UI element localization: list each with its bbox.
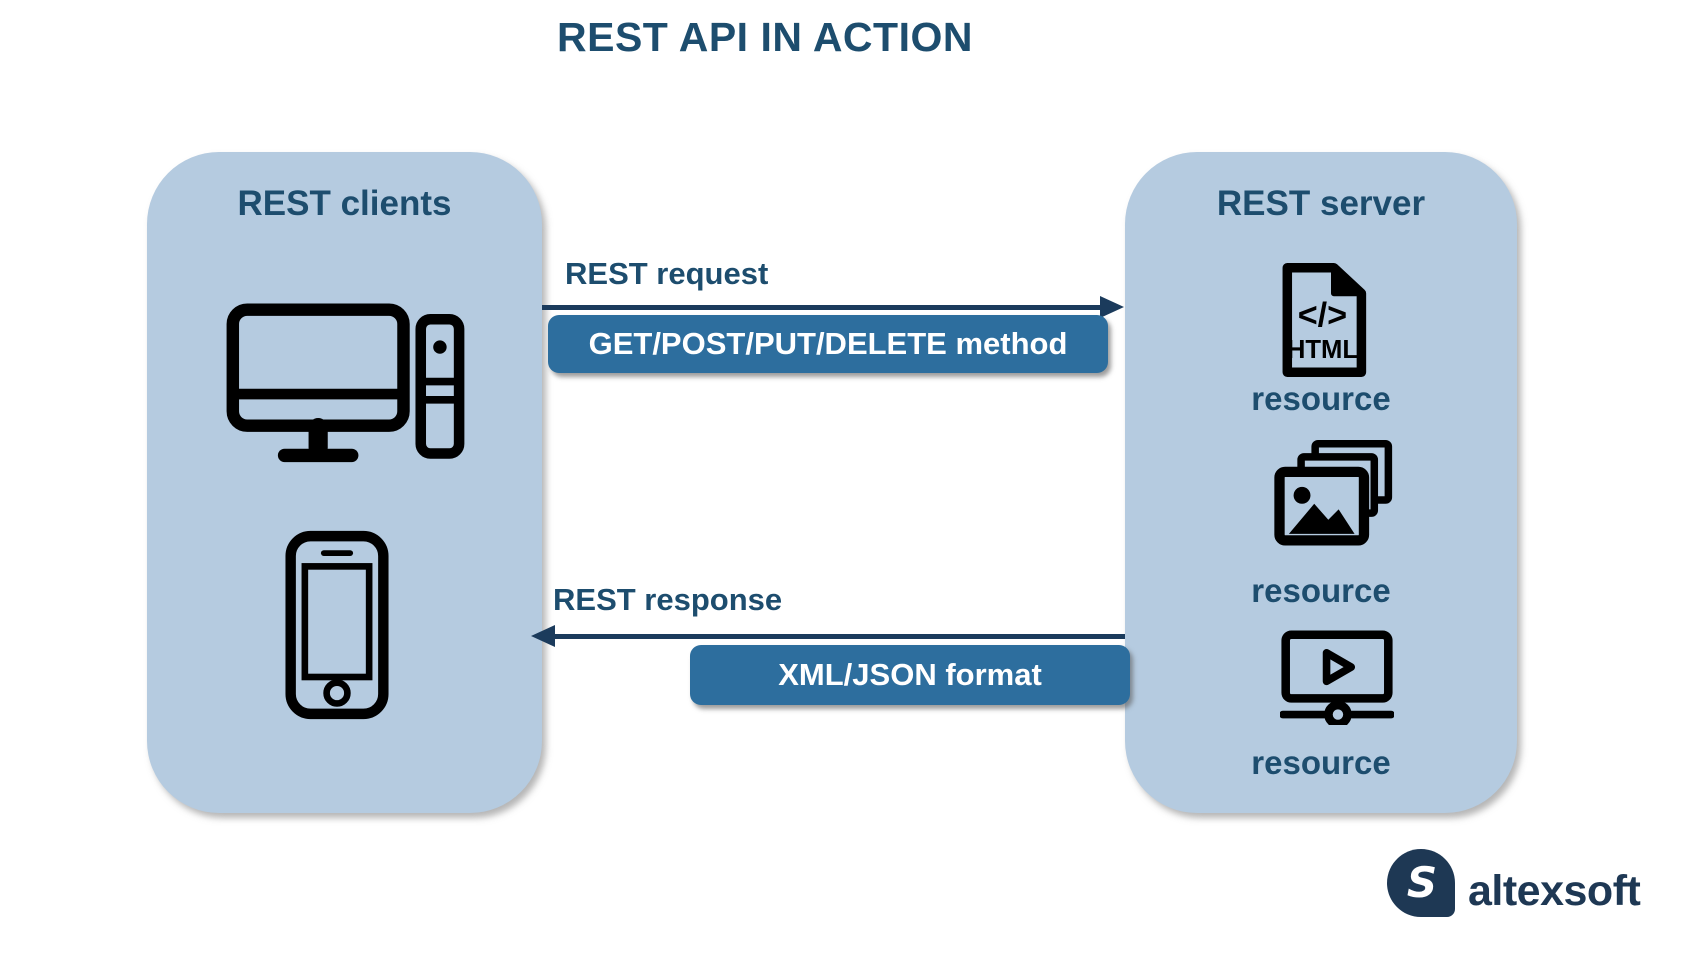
altexsoft-logo-text: altexsoft <box>1468 867 1641 915</box>
html-label: HTML <box>1287 336 1358 364</box>
rest-server-panel: REST server </> HTML resource <box>1125 152 1517 813</box>
rest-clients-title: REST clients <box>237 184 452 223</box>
resource-label-html: resource <box>1251 380 1391 417</box>
logo-mark-letter: S <box>1407 858 1437 907</box>
smartphone-icon <box>285 530 389 720</box>
rest-request-label: REST request <box>565 256 769 291</box>
image-stack-icon <box>1272 438 1394 548</box>
response-arrow-line <box>551 634 1125 639</box>
response-arrowhead-icon <box>531 625 555 647</box>
rest-server-title: REST server <box>1216 184 1426 223</box>
resource-label-images: resource <box>1251 572 1391 609</box>
rest-clients-panel: REST clients <box>147 152 542 813</box>
request-arrowhead-icon <box>1100 296 1124 318</box>
desktop-computer-icon <box>225 302 465 465</box>
resource-label-video: resource <box>1251 744 1391 781</box>
request-arrow-line <box>542 305 1104 310</box>
response-format-badge: XML/JSON format <box>690 645 1130 705</box>
code-glyph: </> <box>1298 297 1347 335</box>
html-file-icon: </> HTML <box>1274 262 1369 378</box>
request-method-badge: GET/POST/PUT/DELETE method <box>548 315 1108 373</box>
altexsoft-logo-mark-icon: S <box>1386 848 1456 918</box>
rest-response-label: REST response <box>553 582 783 617</box>
altexsoft-logo: S altexsoft <box>1386 848 1641 918</box>
page-title: REST API IN ACTION <box>557 14 973 60</box>
video-player-icon <box>1280 630 1394 725</box>
